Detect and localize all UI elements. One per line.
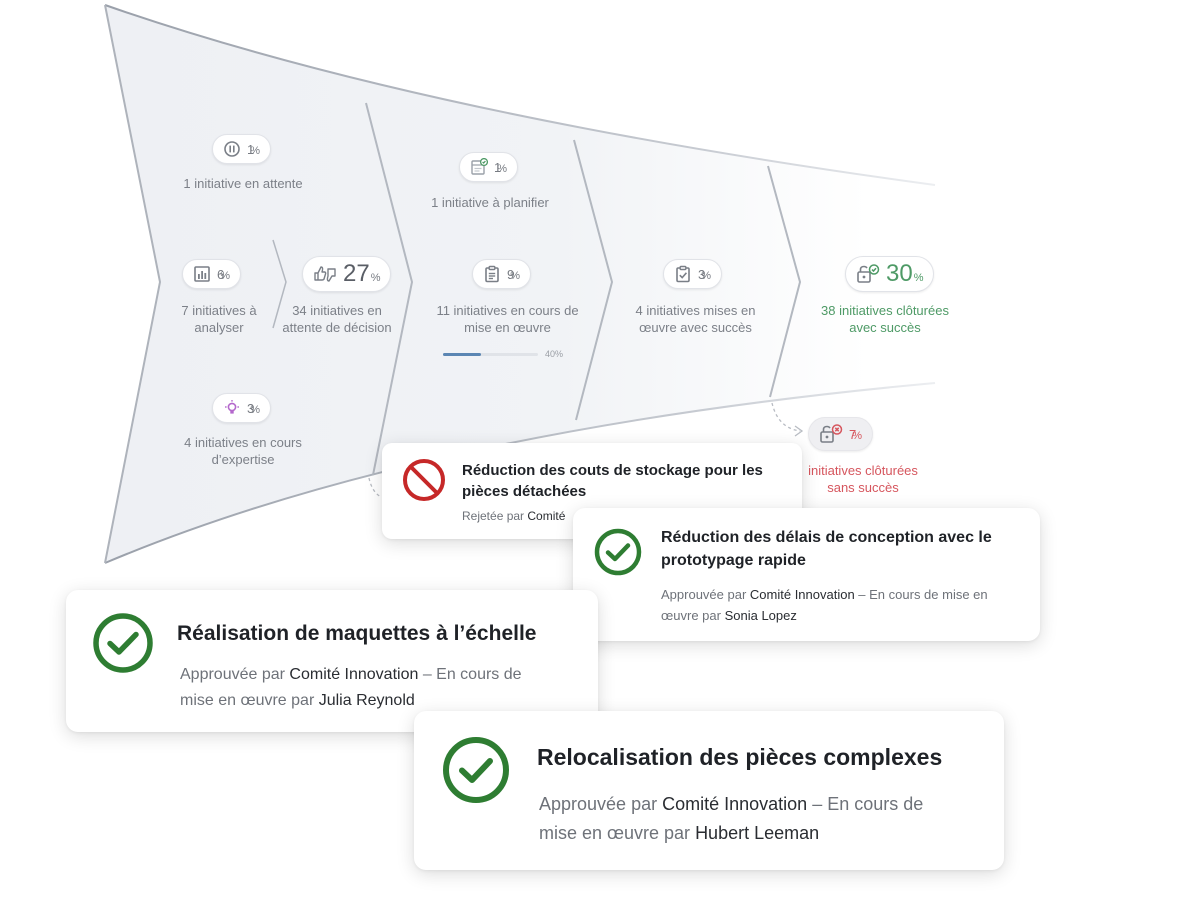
stage-plan-value: 1%: [494, 159, 508, 175]
fail-branch-arrow: [771, 402, 801, 432]
stage-success-value: 3%: [698, 266, 712, 282]
approved-check-icon: [594, 528, 642, 576]
stage-expertise-badge: 3%: [212, 393, 272, 423]
stage-closed-success-value: 30%: [886, 260, 924, 287]
stage-decision-badge: 27%: [302, 256, 392, 292]
stage-closed-fail-badge: 7%: [808, 417, 874, 451]
pause-icon: [224, 141, 240, 157]
implementation-progress-bar: [443, 353, 538, 356]
card-status: Approuvée par Comité Innovation – En cou…: [661, 587, 988, 623]
initiative-card-delais[interactable]: Réduction des délais de conception avec …: [573, 508, 1040, 641]
stage-divider-3: [767, 165, 802, 398]
stage-waiting-label: 1 initiative en attente: [183, 176, 303, 191]
stage-closed-success-badge: 30%: [845, 256, 935, 292]
implementation-progress-label: 40%: [545, 349, 564, 359]
card-status: Approuvée par Comité Innovation – En cou…: [180, 666, 522, 709]
card-title: Réduction des délais de conception avec …: [661, 529, 992, 569]
thumbs-up-down-icon: [314, 266, 336, 282]
initiative-card-relocalisation[interactable]: Relocalisation des pièces complexes Appr…: [414, 711, 1004, 870]
initiative-card-maquettes[interactable]: Réalisation de maquettes à l’échelle App…: [66, 590, 598, 732]
card-status: Approuvée par Comité Innovation – En cou…: [539, 794, 924, 843]
stage-implementation-badge: 9%: [472, 259, 532, 289]
stage-decision-value: 27%: [343, 260, 381, 287]
card-title: Réduction des couts de stockage pour les…: [462, 462, 763, 500]
bar-chart-icon: [194, 266, 210, 282]
stage-plan-badge: 1%: [459, 152, 519, 182]
stage-divider-2: [573, 139, 614, 421]
stage-divider-inner: [272, 239, 287, 329]
stage-closed-fail-value: 7%: [849, 426, 863, 442]
card-title: Relocalisation des pièces complexes: [537, 744, 943, 770]
stage-success-badge: 3%: [663, 259, 723, 289]
reject-branch-arrow: [368, 477, 382, 498]
bulb-icon: [225, 400, 239, 414]
stage-divider-1: [365, 102, 414, 476]
stage-waiting-value: 1%: [247, 141, 261, 157]
lock-cross-icon: [820, 424, 843, 443]
calendar-icon: [471, 158, 488, 175]
stage-implementation-value: 9%: [507, 266, 521, 282]
card-status: Rejetée par Comité: [462, 509, 566, 523]
approved-check-icon: [93, 613, 153, 673]
stage-plan-label: 1 initiative à planifier: [431, 195, 549, 210]
stage-analyze-badge: 6%: [182, 259, 242, 289]
checked-clipboard-icon: [676, 265, 690, 283]
card-title: Réalisation de maquettes à l’échelle: [177, 622, 537, 645]
lock-check-icon: [857, 264, 880, 283]
stage-waiting-badge: 1%: [212, 134, 272, 164]
stage-expertise-value: 3%: [247, 400, 261, 416]
approved-check-icon: [443, 737, 509, 803]
implementation-progress-fill: [443, 353, 481, 356]
rejected-icon: [403, 459, 445, 501]
stage-analyze-value: 6%: [217, 266, 231, 282]
clipboard-icon: [485, 265, 499, 283]
funnel-top-edge: [104, 4, 936, 186]
